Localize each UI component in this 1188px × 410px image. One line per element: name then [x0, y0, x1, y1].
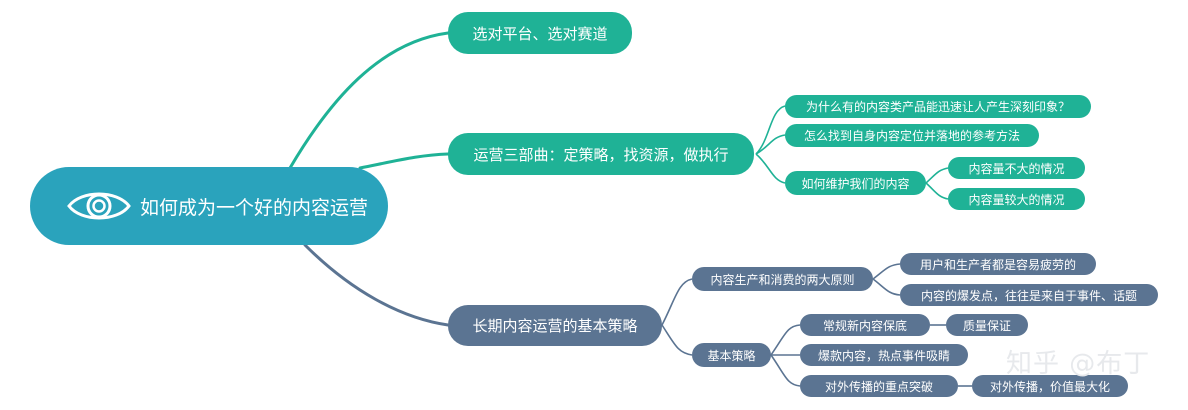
link-principles-p1	[872, 263, 901, 280]
hot-content-node[interactable]: 爆款内容，热点事件吸睛	[800, 344, 968, 366]
principles-node[interactable]: 内容生产和消费的两大原则	[692, 267, 873, 291]
link-principles-p2	[872, 278, 901, 296]
link-root-b1	[288, 31, 450, 170]
root-label: 如何成为一个好的内容运营	[140, 196, 369, 219]
link-root-b3	[303, 243, 450, 327]
quality-assurance-node[interactable]: 质量保证	[946, 314, 1028, 336]
eye-icon	[67, 192, 131, 220]
why-impressive-node[interactable]: 为什么有的内容类产品能迅速让人产生深刻印象？	[785, 95, 1091, 118]
small-volume-node[interactable]: 内容量不大的情况	[948, 157, 1085, 179]
link-strategy-s1	[770, 324, 801, 356]
link-c3-m1	[925, 167, 949, 184]
burst-point-node[interactable]: 内容的爆发点，往往是来自于事件、话题	[900, 284, 1158, 306]
link-b3-strategy	[661, 324, 693, 356]
fatigue-node[interactable]: 用户和生产者都是容易疲劳的	[900, 253, 1096, 275]
link-b2-c1	[755, 105, 786, 155]
regular-content-node[interactable]: 常规新内容保底	[800, 314, 930, 336]
find-positioning-node[interactable]: 怎么找到自身内容定位并落地的参考方法	[785, 124, 1039, 147]
basic-strategy-node[interactable]: 基本策略	[692, 343, 771, 367]
branch-long-term-node[interactable]: 长期内容运营的基本策略	[448, 305, 662, 346]
value-max-node[interactable]: 对外传播，价值最大化	[972, 375, 1128, 397]
link-b2-c2	[755, 134, 786, 155]
link-b3-principles	[661, 278, 693, 326]
maintain-content-node[interactable]: 如何维护我们的内容	[785, 171, 926, 195]
watermark: 知乎 @布丁	[1006, 349, 1151, 379]
large-volume-node[interactable]: 内容量较大的情况	[948, 188, 1085, 210]
link-c3-m2	[925, 182, 949, 200]
link-strategy-s3	[770, 354, 801, 387]
link-root-b2	[358, 152, 450, 170]
link-b2-c3	[755, 153, 786, 184]
root-node[interactable]: 如何成为一个好的内容运营	[30, 167, 388, 245]
branch-three-steps-node[interactable]: 运营三部曲：定策略，找资源，做执行	[448, 133, 754, 175]
branch-platform-node[interactable]: 选对平台、选对赛道	[448, 12, 632, 54]
external-spread-node[interactable]: 对外传播的重点突破	[800, 375, 958, 397]
